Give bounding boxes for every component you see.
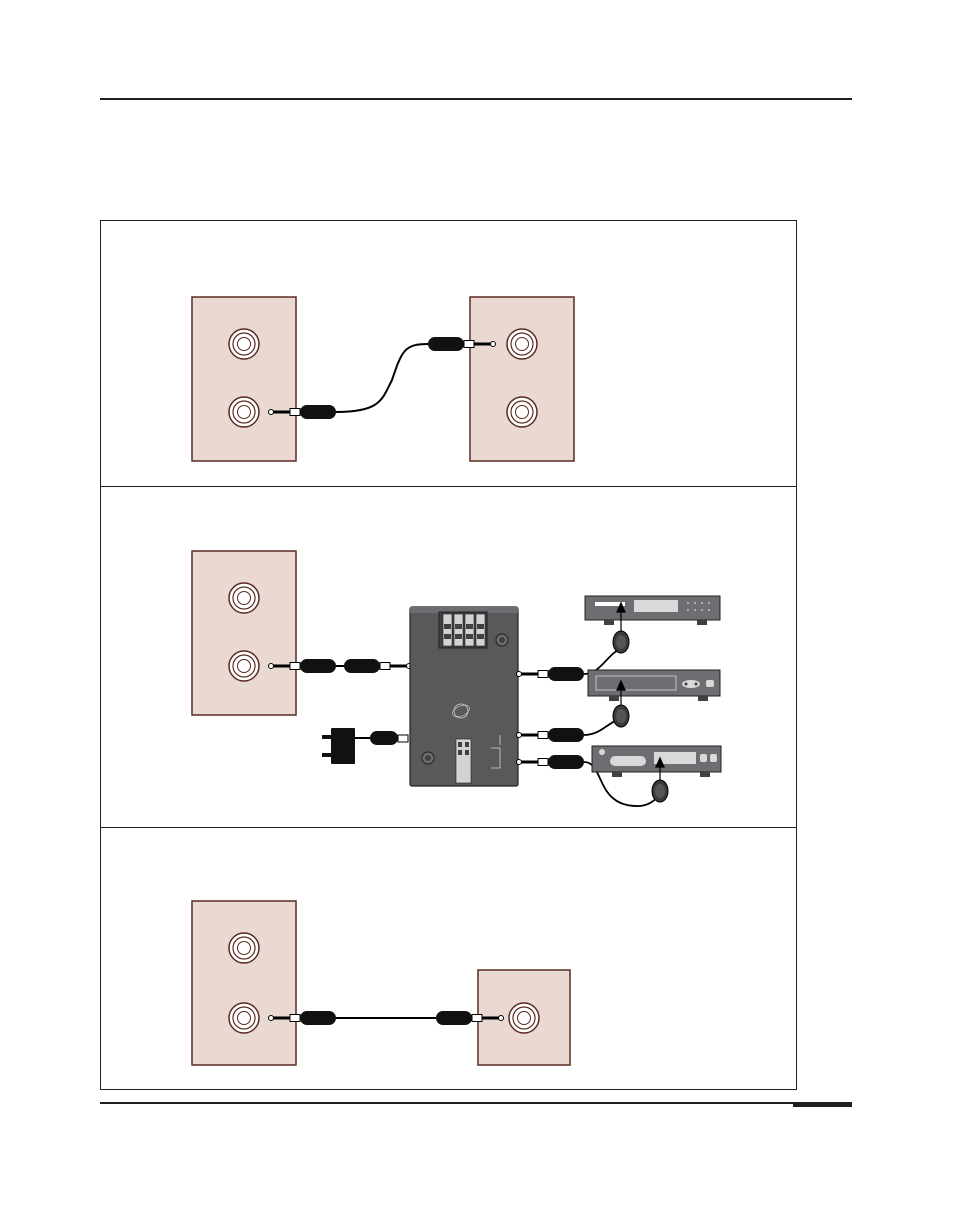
ir-emitter-icon	[613, 705, 629, 727]
audio-jack-icon	[229, 397, 259, 427]
audio-jack-icon	[229, 651, 259, 681]
bottom-section	[192, 901, 570, 1065]
audio-jack-icon	[229, 933, 259, 963]
audio-jack-icon	[509, 1003, 539, 1033]
output-plugs	[517, 667, 585, 769]
stereo-plug-icon	[344, 659, 412, 673]
ir-device	[585, 596, 720, 625]
wall-plate	[192, 551, 296, 715]
middle-section	[192, 551, 721, 806]
ir-device	[588, 670, 720, 701]
audio-jack-icon	[507, 329, 537, 359]
audio-jack-icon	[229, 583, 259, 613]
ir-emitter-icon	[613, 631, 629, 653]
connecting-block	[410, 607, 518, 786]
audio-jack-icon	[229, 329, 259, 359]
wall-plate	[192, 901, 296, 1065]
wall-plate	[470, 297, 574, 461]
top-section	[192, 297, 574, 461]
audio-jack-icon	[229, 1003, 259, 1033]
ir-emitter-icon	[652, 780, 668, 802]
power-adapter-icon	[322, 728, 408, 764]
cable	[336, 344, 428, 412]
wall-plate	[192, 297, 296, 461]
ir-device	[592, 746, 721, 777]
audio-jack-icon	[507, 397, 537, 427]
